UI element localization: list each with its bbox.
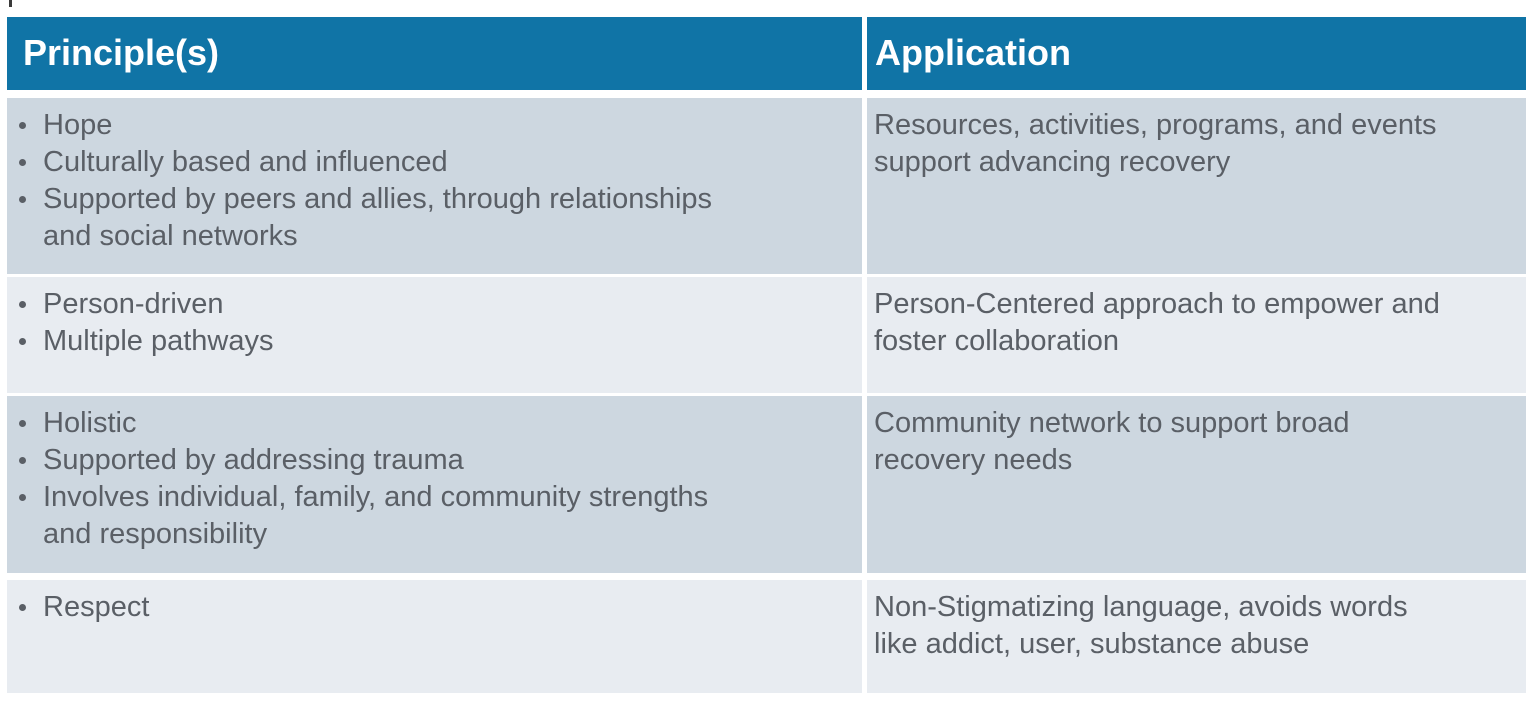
- bullet-item: Multiple pathways: [7, 323, 834, 360]
- bullet-item: Involves individual, family, and communi…: [7, 479, 834, 553]
- header-application-label: Application: [875, 32, 1071, 73]
- table-row-4: Respect Non-Stigmatizing language, avoid…: [7, 580, 1526, 693]
- application-text-3: Community network to support broad recov…: [874, 407, 1350, 476]
- application-text-2: Person-Centered approach to empower and …: [874, 288, 1440, 357]
- bullet-item: Respect: [7, 589, 834, 626]
- application-cell-1: Resources, activities, programs, and eve…: [867, 98, 1526, 274]
- bullet-item: Hope: [7, 107, 834, 144]
- application-cell-4: Non-Stigmatizing language, avoids words …: [867, 580, 1526, 693]
- bullet-item: Person-driven: [7, 286, 834, 323]
- header-cell-principles: Principle(s): [7, 17, 862, 90]
- header-principles-label: Principle(s): [23, 32, 220, 73]
- bullet-item: Supported by addressing trauma: [7, 442, 834, 479]
- bullet-item: Holistic: [7, 405, 834, 442]
- table-header-row: Principle(s) Application: [7, 17, 1526, 90]
- header-cell-application: Application: [867, 17, 1526, 90]
- principles-cell-4: Respect: [7, 580, 862, 693]
- bullet-item: Culturally based and influenced: [7, 144, 834, 181]
- application-text-1: Resources, activities, programs, and eve…: [874, 109, 1437, 178]
- principles-list-4: Respect: [7, 580, 862, 626]
- screen-edge-artifact: [9, 0, 12, 7]
- application-cell-2: Person-Centered approach to empower and …: [867, 277, 1526, 393]
- application-text-4: Non-Stigmatizing language, avoids words …: [874, 591, 1408, 660]
- bullet-item: Supported by peers and allies, through r…: [7, 181, 834, 255]
- application-cell-3: Community network to support broad recov…: [867, 396, 1526, 573]
